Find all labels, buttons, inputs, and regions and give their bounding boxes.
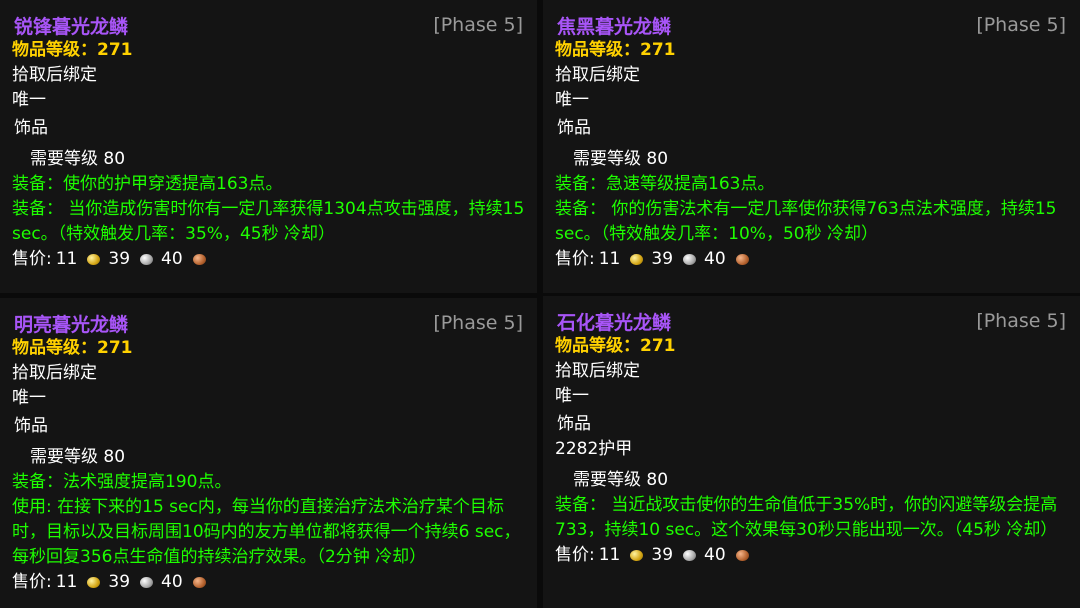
item-tooltip: 焦黑暮光龙鳞 [Phase 5] 物品等级：271 拾取后绑定 唯一 饰品 需要…: [543, 0, 1080, 293]
copper-amount: 40: [704, 545, 726, 565]
copper-coin-icon: [192, 254, 206, 265]
item-slot: 饰品: [14, 118, 48, 138]
bind-type: 拾取后绑定: [555, 65, 640, 85]
phase-label: [Phase 5]: [433, 14, 523, 36]
required-level: 需要等级 80: [30, 149, 126, 169]
phase-label: [Phase 5]: [433, 312, 523, 334]
silver-amount: 39: [651, 545, 674, 565]
sell-price: 售价: 11 39 40: [12, 247, 525, 272]
phase-label: [Phase 5]: [976, 310, 1066, 332]
armor-value: 2282护甲: [555, 439, 633, 459]
gold-coin-icon: [630, 550, 644, 561]
sell-price-label: 售价:: [555, 249, 595, 269]
required-level: 需要等级 80: [573, 470, 669, 490]
item-level: 物品等级：271: [555, 336, 676, 356]
gold-amount: 11: [55, 249, 78, 269]
sell-price-label: 售价:: [12, 249, 52, 269]
equip-effect: 装备： 你的伤害法术有一定几率使你获得763点法术强度，持续15 sec。（特效…: [555, 199, 1057, 244]
bind-type: 拾取后绑定: [555, 361, 640, 381]
equip-effect: 装备：法术强度提高190点。: [12, 472, 232, 492]
item-level: 物品等级：271: [12, 338, 133, 358]
item-level: 物品等级：271: [555, 40, 676, 60]
required-level: 需要等级 80: [30, 447, 126, 467]
item-slot: 饰品: [557, 118, 591, 138]
unique-label: 唯一: [555, 386, 589, 406]
sell-price-label: 售价:: [12, 572, 52, 592]
gold-coin-icon: [87, 254, 101, 265]
sell-price-label: 售价:: [555, 545, 595, 565]
phase-label: [Phase 5]: [976, 14, 1066, 36]
silver-amount: 39: [108, 249, 131, 269]
equip-effect: 装备： 当你造成伤害时你有一定几率获得1304点攻击强度，持续15 sec。（特…: [12, 199, 525, 244]
gold-amount: 11: [598, 249, 621, 269]
sell-price: 售价: 11 39 40: [555, 543, 1068, 568]
copper-coin-icon: [735, 254, 749, 265]
copper-coin-icon: [735, 550, 749, 561]
item-slot: 饰品: [557, 414, 591, 434]
gold-coin-icon: [87, 577, 101, 588]
copper-amount: 40: [161, 572, 183, 592]
gold-coin-icon: [630, 254, 644, 265]
sell-price: 售价: 11 39 40: [12, 570, 525, 595]
silver-amount: 39: [108, 572, 131, 592]
item-level: 物品等级：271: [12, 40, 133, 60]
silver-coin-icon: [683, 254, 697, 265]
gold-amount: 11: [55, 572, 78, 592]
unique-label: 唯一: [12, 388, 46, 408]
item-tooltip: 石化暮光龙鳞 [Phase 5] 物品等级：271 拾取后绑定 唯一 饰品 22…: [543, 296, 1080, 608]
use-effect: 使用: 在接下来的15 sec内，每当你的直接治疗法术治疗某个目标时，目标以及目…: [12, 497, 521, 567]
silver-amount: 39: [651, 249, 674, 269]
unique-label: 唯一: [12, 90, 46, 110]
gold-amount: 11: [598, 545, 621, 565]
silver-coin-icon: [140, 577, 154, 588]
required-level: 需要等级 80: [573, 149, 669, 169]
item-name[interactable]: 石化暮光龙鳞: [557, 312, 672, 334]
equip-effect: 装备：使你的护甲穿透提高163点。: [12, 174, 283, 194]
copper-coin-icon: [192, 577, 206, 588]
item-name[interactable]: 焦黑暮光龙鳞: [557, 16, 672, 38]
item-name[interactable]: 明亮暮光龙鳞: [14, 314, 129, 336]
equip-effect: 装备： 当近战攻击使你的生命值低于35%时，你的闪避等级会提高733，持续10 …: [555, 495, 1058, 540]
item-tooltip: 明亮暮光龙鳞 [Phase 5] 物品等级：271 拾取后绑定 唯一 饰品 需要…: [0, 298, 537, 608]
equip-effect: 装备：急速等级提高163点。: [555, 174, 775, 194]
copper-amount: 40: [161, 249, 183, 269]
silver-coin-icon: [140, 254, 154, 265]
item-name[interactable]: 锐锋暮光龙鳞: [14, 16, 129, 38]
silver-coin-icon: [683, 550, 697, 561]
copper-amount: 40: [704, 249, 726, 269]
item-tooltip: 锐锋暮光龙鳞 [Phase 5] 物品等级：271 拾取后绑定 唯一 饰品 需要…: [0, 0, 537, 293]
bind-type: 拾取后绑定: [12, 363, 97, 383]
sell-price: 售价: 11 39 40: [555, 247, 1068, 272]
unique-label: 唯一: [555, 90, 589, 110]
item-slot: 饰品: [14, 416, 48, 436]
bind-type: 拾取后绑定: [12, 65, 97, 85]
